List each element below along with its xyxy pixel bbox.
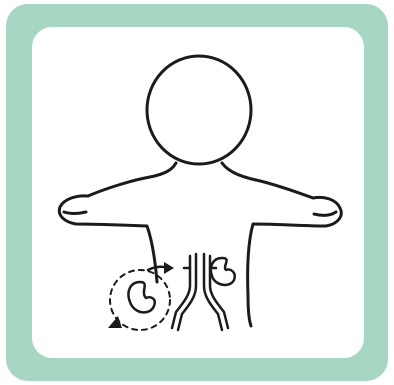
right-kidney-icon	[211, 258, 235, 285]
blood-vessels-icon	[172, 254, 228, 330]
right-hand-detail	[314, 212, 336, 215]
arrow-head-right	[164, 262, 174, 274]
body-left-outline	[59, 163, 176, 282]
left-hand-detail	[64, 212, 86, 214]
left-kidney-icon	[128, 282, 154, 312]
head-icon	[147, 56, 251, 164]
body-right-outline	[222, 163, 341, 326]
